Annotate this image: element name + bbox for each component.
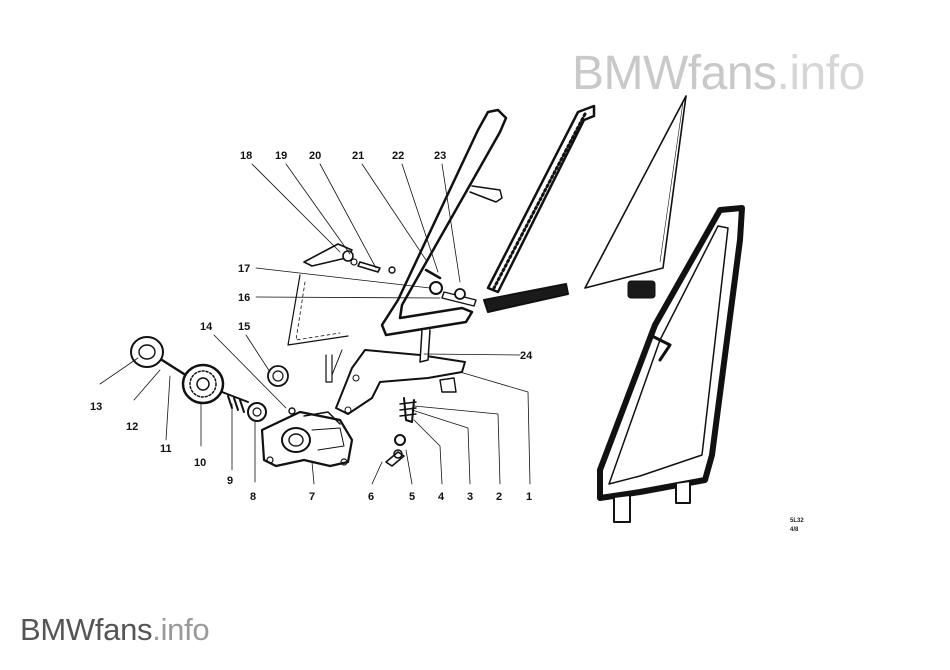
callout-7: 7 [309,491,315,503]
callout-8: 8 [250,491,256,503]
gear-housing [260,410,354,468]
vent-window-frame [597,205,745,501]
callout-16: 16 [238,292,250,304]
callout-17: 17 [238,263,250,275]
callout-13: 13 [90,401,102,413]
drawing-code-line-2: 4/8 [790,527,799,533]
support-bracket [335,349,466,415]
crank-knob [181,363,225,405]
callout-23: 23 [434,150,446,162]
watermark-top: BMWfans.info [572,46,865,101]
vent-glass-clip [627,280,656,299]
callout-11: 11 [160,443,172,455]
callout-24: 24 [520,350,533,362]
callout-14: 14 [200,321,213,333]
watermark-bottom-suffix: .info [152,612,210,647]
callout-6: 6 [368,491,374,503]
drawing-code-line-1: 5L32 [790,518,804,524]
rail-felt-strip [483,283,569,313]
watermark-top-suffix: .info [776,47,866,100]
callout-2: 2 [496,491,502,503]
window-lift-frame [380,108,508,337]
callout-labels: 18 19 20 21 22 23 17 16 14 15 24 13 12 1… [90,150,533,503]
callout-1: 1 [526,491,532,503]
watermark-bottom: BMWfans.info [20,612,210,648]
callout-9: 9 [227,475,233,487]
callout-3: 3 [467,491,473,503]
vent-window-glass [584,95,687,289]
callout-5: 5 [409,491,415,503]
callout-10: 10 [194,457,206,469]
callout-21: 21 [352,150,364,162]
drawing-code: 5L32 4/8 [790,517,804,535]
callout-22: 22 [392,150,404,162]
watermark-top-brand: BMWfans [572,47,777,100]
callout-15: 15 [238,321,250,333]
callout-18: 18 [240,150,252,162]
callout-20: 20 [309,150,321,162]
callout-4: 4 [438,491,445,503]
callout-12: 12 [126,421,138,433]
callout-19: 19 [275,150,287,162]
watermark-bottom-brand: BMWfans [20,612,153,647]
crank-rosette [130,336,164,368]
